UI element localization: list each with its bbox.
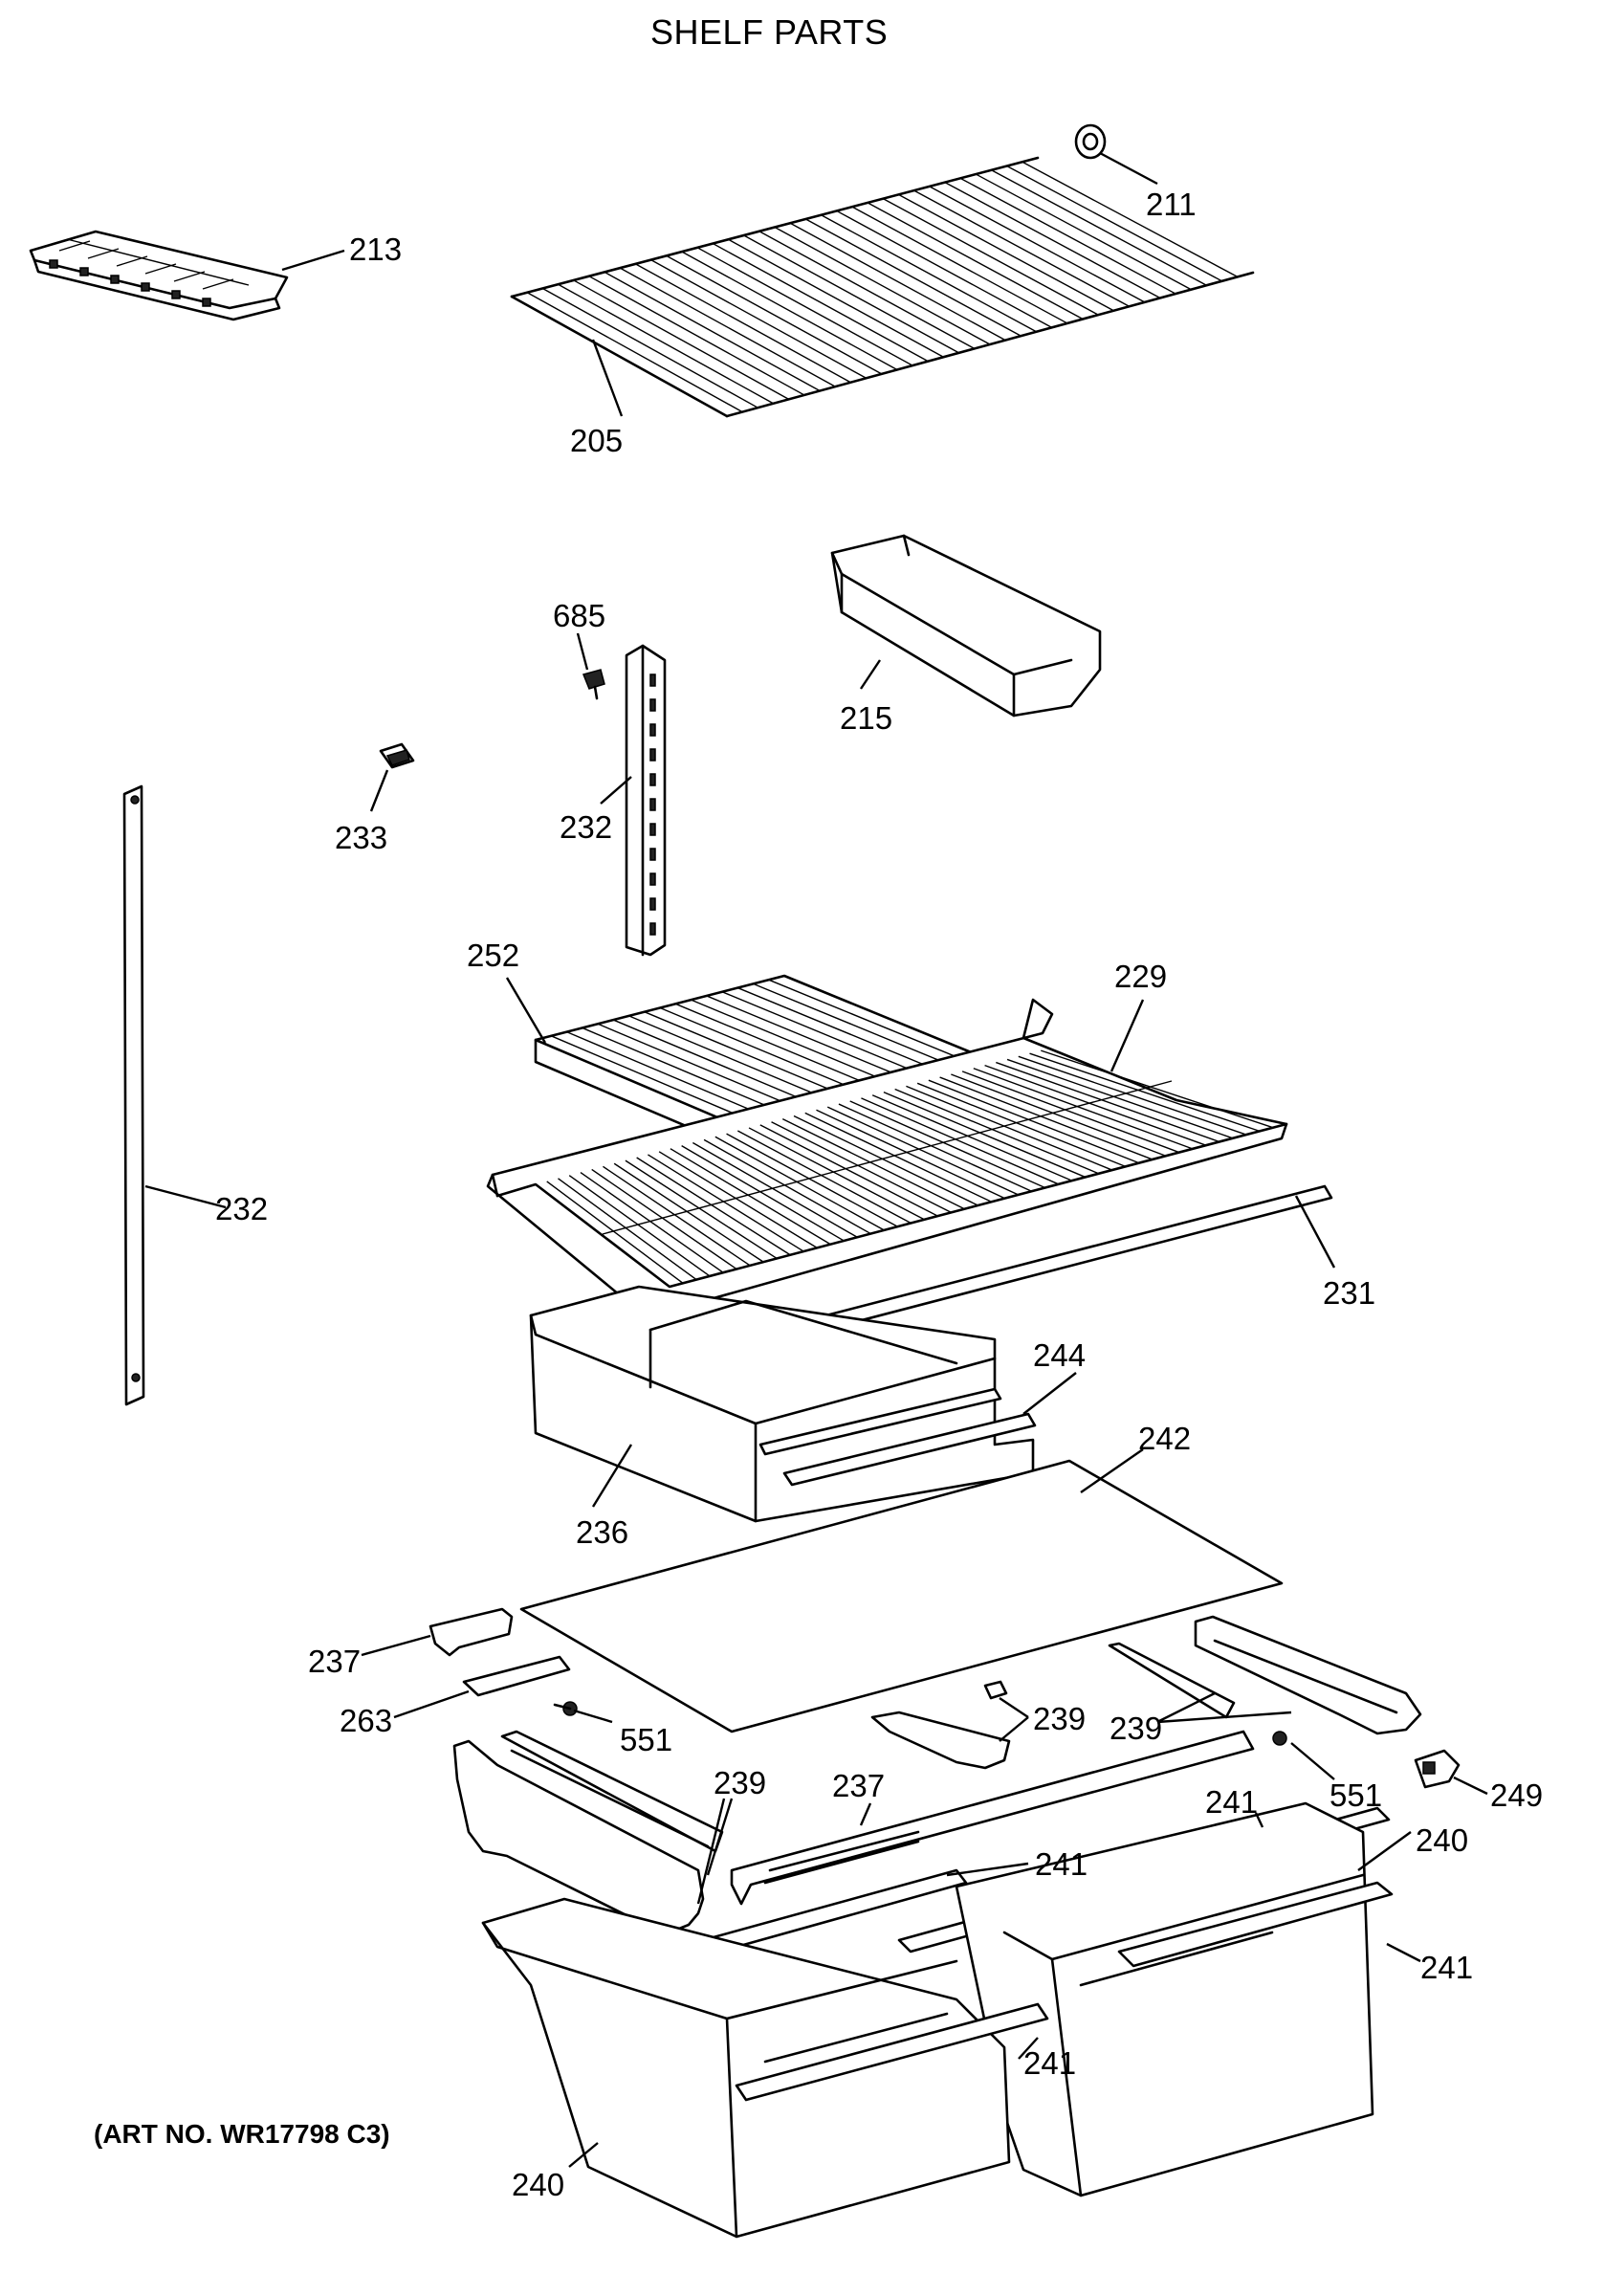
callout-231: 231 bbox=[1323, 1275, 1375, 1311]
glass-shelf-part bbox=[519, 1459, 1284, 1733]
callout-240-left: 240 bbox=[512, 2167, 564, 2202]
grille-shelf-part bbox=[486, 998, 1288, 1314]
callout-551-right: 551 bbox=[1329, 1777, 1382, 1813]
leader-lines bbox=[144, 151, 1488, 2168]
wire-shelf-part bbox=[510, 156, 1255, 418]
callout-241-right: 241 bbox=[1420, 1950, 1473, 1985]
drawer-part bbox=[529, 1285, 1035, 1523]
callout-242: 242 bbox=[1138, 1421, 1191, 1456]
screw-part bbox=[582, 669, 605, 700]
callout-236: 236 bbox=[576, 1514, 628, 1550]
shelf-ladder-short bbox=[625, 644, 667, 957]
callout-232-short: 232 bbox=[560, 809, 612, 845]
callout-labels: 213 205 211 215 685 233 232 232 252 229 … bbox=[215, 187, 1543, 2202]
crisper-drawer-left bbox=[481, 1897, 1049, 2239]
callout-205: 205 bbox=[570, 423, 623, 458]
callout-211: 211 bbox=[1146, 187, 1197, 222]
clip-part bbox=[379, 742, 415, 769]
callout-239-left: 239 bbox=[714, 1765, 766, 1800]
callout-215: 215 bbox=[840, 700, 892, 736]
callout-237-left: 237 bbox=[308, 1644, 361, 1679]
callout-263: 263 bbox=[340, 1703, 392, 1738]
callout-249: 249 bbox=[1490, 1777, 1543, 1813]
callout-239-right: 239 bbox=[1110, 1711, 1162, 1746]
callout-252: 252 bbox=[467, 938, 519, 973]
right-rail-part bbox=[1194, 1615, 1422, 1735]
art-number: (ART NO. WR17798 C3) bbox=[94, 2119, 390, 2149]
callout-232-long: 232 bbox=[215, 1191, 268, 1226]
callout-237-center: 237 bbox=[832, 1768, 885, 1803]
left-bracket-parts bbox=[428, 1607, 578, 1716]
drawer-handle-part bbox=[758, 1387, 1037, 1487]
bracket-249-part bbox=[1414, 1749, 1461, 1789]
crisper-drawer-right bbox=[955, 1801, 1394, 2197]
callout-241-center: 241 bbox=[1035, 1846, 1088, 1882]
callout-239-center: 239 bbox=[1033, 1701, 1086, 1736]
ice-tray-part bbox=[29, 230, 289, 321]
callout-229: 229 bbox=[1114, 959, 1167, 994]
screw-551-right bbox=[1272, 1731, 1287, 1746]
callout-240-right: 240 bbox=[1416, 1822, 1468, 1858]
long-side-rail bbox=[122, 784, 145, 1406]
callout-551-left: 551 bbox=[620, 1722, 672, 1757]
callout-241-bottom: 241 bbox=[1023, 2045, 1076, 2081]
callout-213: 213 bbox=[349, 232, 402, 267]
callout-685: 685 bbox=[553, 598, 605, 633]
bin-part bbox=[830, 534, 1102, 718]
callout-241-top: 241 bbox=[1205, 1784, 1258, 1820]
diagram-title: SHELF PARTS bbox=[650, 12, 888, 52]
end-cap-part bbox=[1074, 123, 1107, 160]
center-cover-part bbox=[730, 1730, 1255, 1906]
callout-244: 244 bbox=[1033, 1337, 1086, 1373]
callout-233: 233 bbox=[335, 820, 387, 855]
left-frame-part bbox=[452, 1730, 724, 1934]
